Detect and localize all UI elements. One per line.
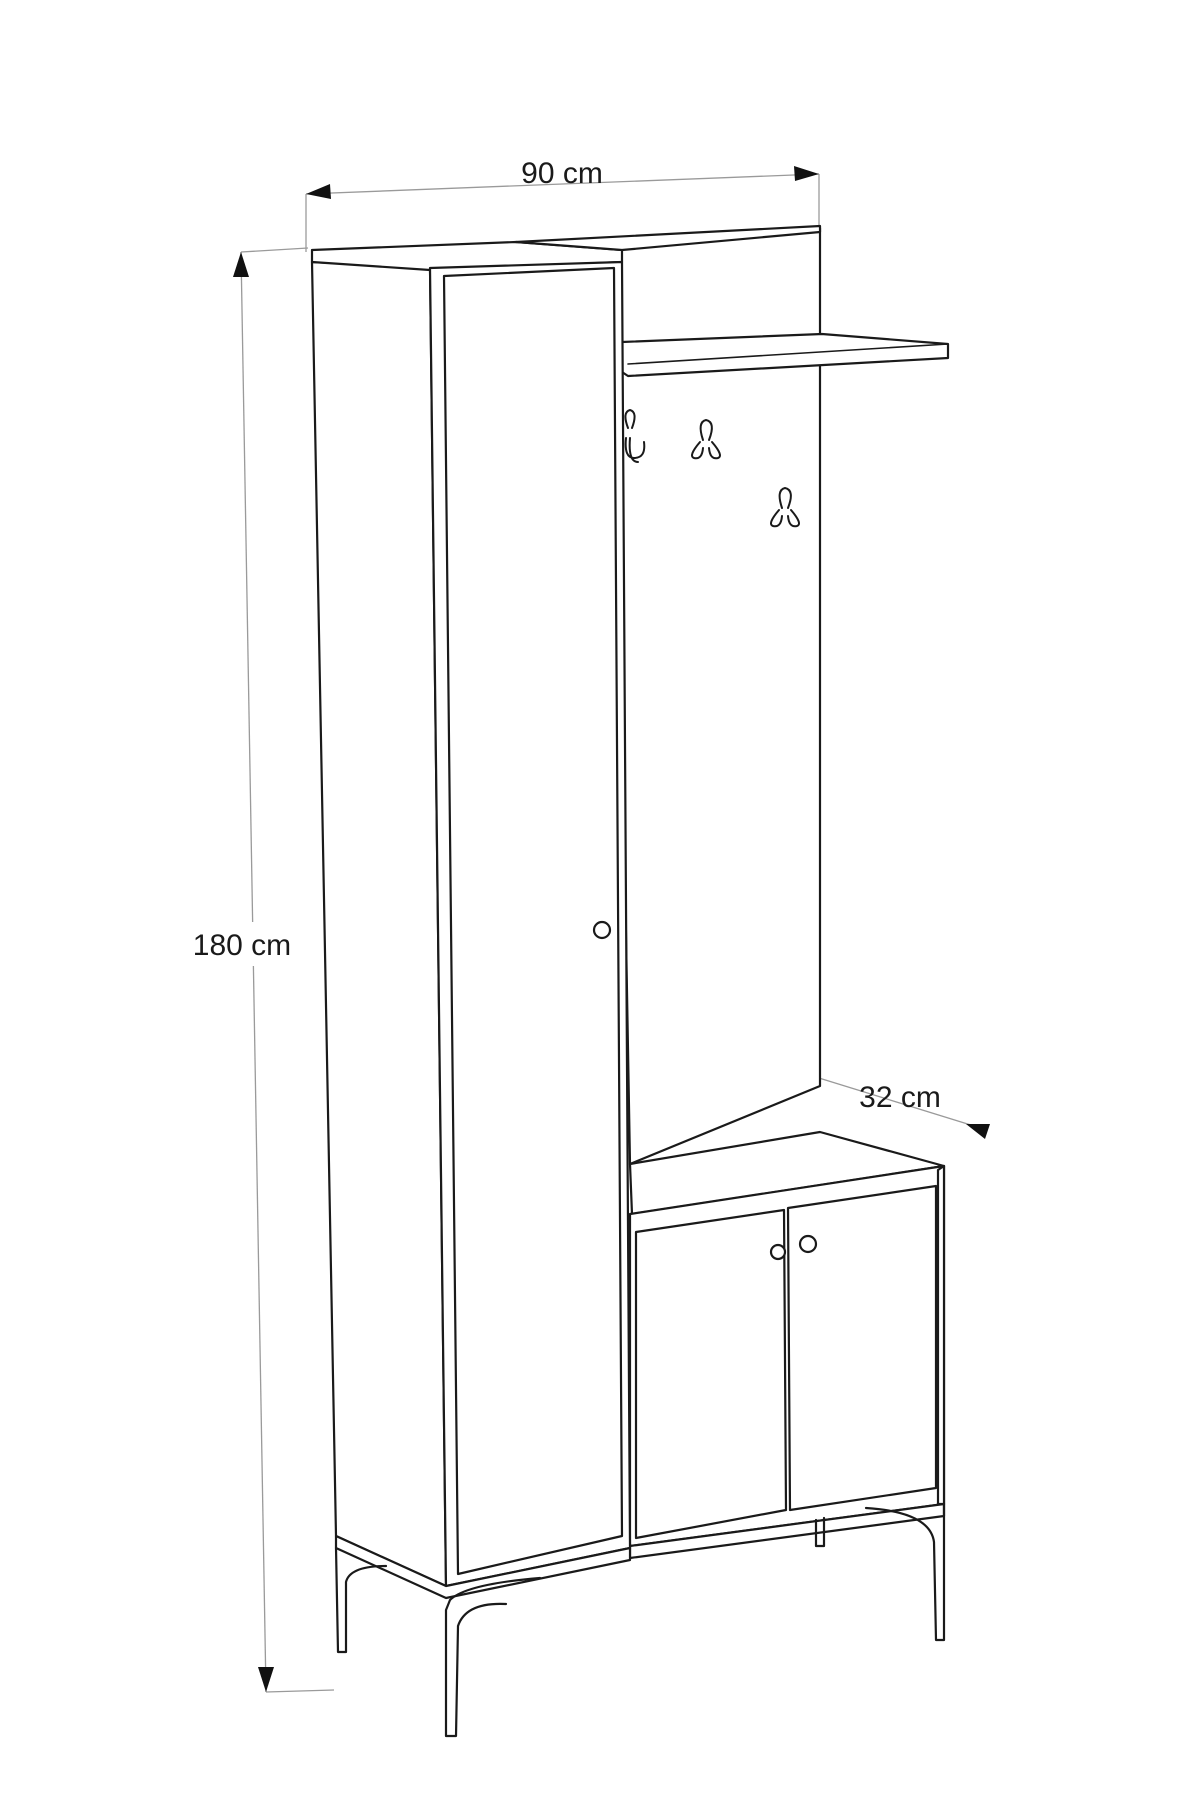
cabinet-door-left — [634, 1208, 788, 1540]
tall-cabinet-front — [428, 260, 632, 1588]
arrow-up-icon — [233, 252, 249, 277]
arrow-left-icon — [306, 184, 331, 199]
tall-cabinet-base — [334, 1534, 632, 1738]
cabinet-leg-back — [814, 1516, 826, 1548]
height-dimension: 180 cm — [178, 247, 335, 1693]
tall-cabinet-door — [442, 266, 624, 1576]
coat-hook-3 — [770, 487, 800, 528]
tall-cabinet-top — [310, 224, 822, 272]
shoe-cabinet — [628, 1130, 946, 1642]
arrow-down-icon — [258, 1667, 274, 1692]
cabinet-leg-front — [864, 1502, 946, 1642]
arrow-right-icon — [794, 166, 819, 181]
depth-label: 32 cm — [859, 1081, 941, 1114]
depth-dimension: 32 cm — [792, 1066, 990, 1139]
tall-leg-left — [334, 1546, 388, 1654]
arrow-depth-front-icon — [966, 1124, 990, 1139]
coat-hook-2 — [691, 419, 721, 460]
tall-cabinet-side — [310, 260, 448, 1588]
width-label: 90 cm — [521, 157, 603, 190]
tall-leg-front — [444, 1576, 542, 1738]
width-dimension: 90 cm — [305, 157, 820, 252]
right-door-knob — [798, 1234, 818, 1254]
coat-hook-1 — [624, 409, 646, 463]
left-door-knob — [769, 1243, 787, 1261]
cabinet-door-right — [786, 1184, 938, 1512]
tall-door-knob — [592, 920, 612, 940]
height-label: 180 cm — [193, 929, 291, 962]
